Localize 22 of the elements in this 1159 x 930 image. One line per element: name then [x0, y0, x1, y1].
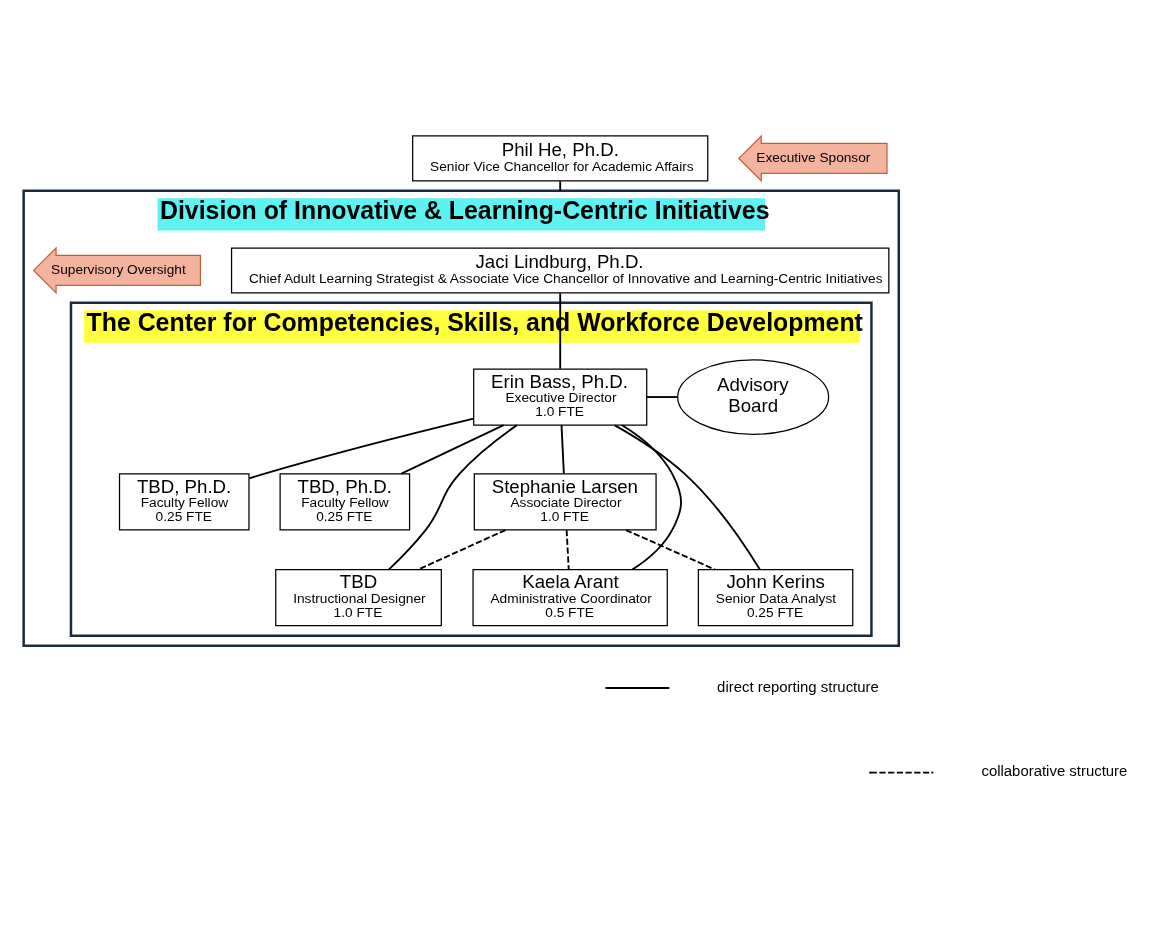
node-box: Stephanie Larsen Associate Director 1.0 FTE	[473, 472, 657, 530]
node-box: Phil He, Ph.D. Senior Vice Chancellor for Academic Affairs	[412, 134, 709, 181]
legend-label: direct reporting structure	[717, 677, 879, 695]
connector	[560, 423, 565, 474]
connector	[248, 417, 475, 479]
node-box: TBD, Ph.D. Faculty Fellow 0.25 FTE	[279, 472, 411, 530]
node-box: TBD Instructional Designer 1.0 FTE	[275, 568, 442, 626]
connector	[400, 423, 505, 475]
connector	[565, 528, 570, 570]
node-box: Erin Bass, Ph.D. Executive Director 1.0 FTE	[473, 367, 648, 426]
connector	[559, 179, 562, 192]
connector	[645, 395, 679, 398]
node-box: Jaci Lindburg, Ph.D. Chief Adult Learning Strategist & Associate Vice Chancellor of Innovative and Learning-Centric Initiatives	[230, 246, 890, 293]
node-ellipse: Advisory Board	[677, 358, 830, 435]
connector	[388, 423, 518, 570]
node-box: TBD, Ph.D. Faculty Fellow 0.25 FTE	[118, 472, 250, 530]
connector	[621, 423, 682, 570]
node-box: Kaela Arant Administrative Coordinator 0.5 FTE	[472, 568, 668, 626]
legend-label: collaborative structure	[981, 761, 1128, 779]
connector	[625, 528, 717, 571]
node-box: John Kerins Senior Data Analyst 0.25 FTE	[697, 568, 854, 626]
connector	[613, 423, 761, 570]
